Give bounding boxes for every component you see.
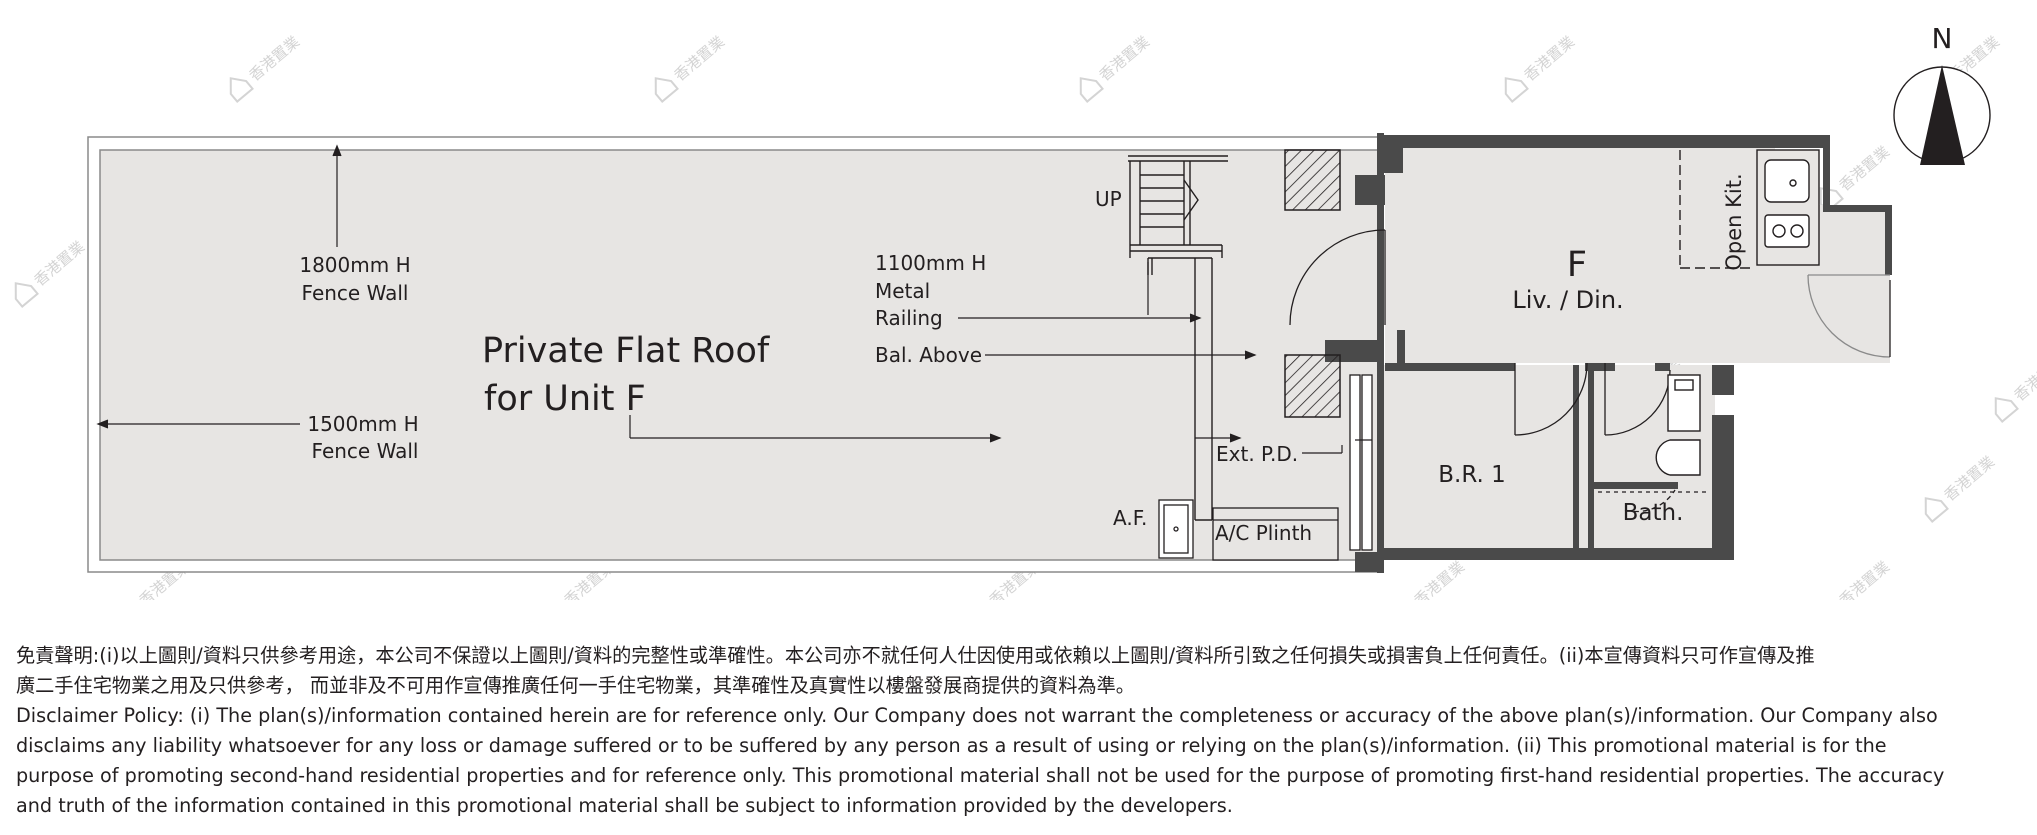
watermark-text: 香港置業 [1096, 32, 1154, 84]
plan-labels: F Liv. / Din. B.R. 1 Bath. Open Kit. Pri… [299, 173, 1746, 545]
north-arrow: N [1893, 22, 1991, 165]
bathroom-label: Bath. [1623, 500, 1684, 526]
disclaimer: 免責聲明:(i)以上圖則/資料只供參考用途，本公司不保證以上圖則/資料的完整性或… [16, 641, 2021, 821]
disclaimer-en-line3: purpose of promoting second-hand residen… [16, 764, 1945, 787]
ac-plinth [1158, 499, 1339, 561]
floor-plan: 香港置業香港置業香港置業香港置業香港置業香港置業香港置業香港置業香港置業香港置業… [14, 22, 2037, 600]
watermark-text: 香港置業 [1836, 557, 1894, 600]
watermark-text: 香港置業 [1411, 557, 1469, 600]
fence-1800-label: Fence Wall [302, 281, 409, 305]
disclaimer-en-line4: and truth of the information contained i… [16, 794, 1233, 817]
watermark-text: 香港置業 [246, 32, 304, 84]
unit-label: F [1567, 245, 1587, 285]
watermark-text: 香港置業 [1836, 142, 1894, 194]
watermark-text: 香港置業 [1941, 452, 1999, 504]
disclaimer-zh-line2: 廣二手住宅物業之用及只供參考， 而並非及不可用作宣傳推廣任何一手住宅物業，其準確… [16, 674, 1135, 697]
watermark-logo: 香港置業 [1994, 352, 2037, 423]
bathroom-fixtures [1655, 374, 1701, 476]
flat-roof [87, 136, 1383, 573]
fence-1500-height: 1500mm H [307, 412, 418, 436]
bedroom-label: B.R. 1 [1438, 462, 1506, 488]
open-kitchen-label: Open Kit. [1722, 173, 1746, 270]
fence-1800-height: 1800mm H [299, 253, 410, 277]
ext-pd-label: Ext. P.D. [1216, 442, 1298, 466]
flat-roof-title-line1: Private Flat Roof [482, 331, 770, 371]
balcony-above-label: Bal. Above [875, 343, 982, 367]
watermark-logo: 香港置業 [1411, 557, 1469, 600]
watermark-logo: 香港置業 [1079, 32, 1154, 103]
watermark-logo: 香港置業 [229, 32, 304, 103]
watermark-logo: 香港置業 [14, 237, 89, 308]
kitchen-fixtures [1679, 149, 1820, 270]
watermark-text: 香港置業 [671, 32, 729, 84]
window-panels [1349, 374, 1373, 551]
watermark-text: 香港置業 [1521, 32, 1579, 84]
flat-roof-title-line2: for Unit F [484, 379, 646, 419]
railing-label: Railing [875, 306, 943, 330]
watermark-logo: 香港置業 [654, 32, 729, 103]
disclaimer-en-line2: disclaims any liability whatsoever for a… [16, 734, 1887, 757]
living-dining-label: Liv. / Din. [1512, 286, 1623, 314]
watermark-logo: 香港置業 [1924, 452, 1999, 523]
hatched-columns [1284, 149, 1341, 418]
stairs-up-label: UP [1095, 187, 1122, 211]
north-label: N [1932, 22, 1953, 55]
watermark-text: 香港置業 [31, 237, 89, 289]
watermark-logo: 香港置業 [1836, 557, 1894, 600]
watermark-text: 香港置業 [2011, 352, 2037, 404]
watermark-logo: 香港置業 [1504, 32, 1579, 103]
af-label: A.F. [1113, 506, 1147, 530]
disclaimer-zh-line1: 免責聲明:(i)以上圖則/資料只供參考用途，本公司不保證以上圖則/資料的完整性或… [16, 644, 1815, 667]
ac-plinth-label: A/C Plinth [1215, 521, 1312, 545]
railing-height: 1100mm H [875, 251, 986, 275]
railing-material: Metal [875, 279, 930, 303]
walls [1325, 133, 1892, 573]
fence-1500-label: Fence Wall [312, 439, 419, 463]
leader-lines [96, 144, 1343, 454]
staircase [1128, 155, 1228, 521]
disclaimer-en-line1: Disclaimer Policy: (i) The plan(s)/infor… [16, 704, 1938, 727]
